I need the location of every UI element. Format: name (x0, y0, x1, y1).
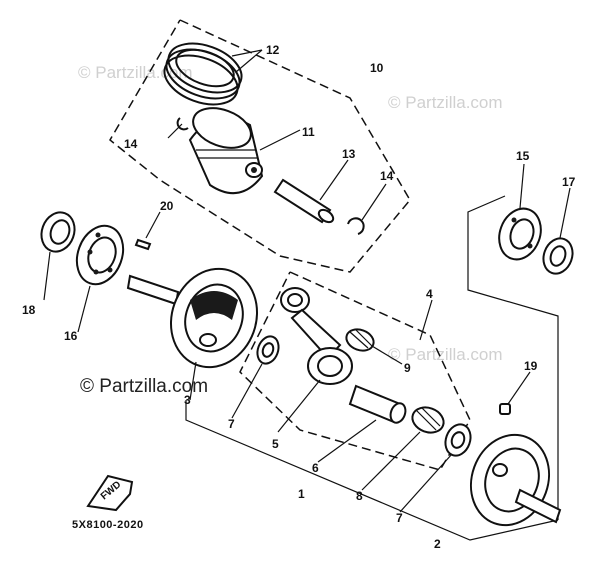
oil-seal-left (40, 211, 76, 253)
callout-14b: 14 (380, 169, 394, 183)
plug (499, 403, 511, 415)
crankshaft-group-outline (239, 271, 471, 471)
callout-9: 9 (404, 361, 411, 375)
leader-lines (43, 49, 571, 513)
callout-4: 4 (426, 287, 433, 301)
callout-5: 5 (272, 437, 279, 451)
callout-19: 19 (524, 359, 538, 373)
needle-bearing-big-end (411, 406, 445, 434)
piston-rings (163, 42, 243, 106)
watermark-top-left: © Partzilla.com (78, 63, 193, 82)
woodruff-key (134, 238, 152, 251)
crank-group-bracket (185, 400, 559, 541)
callout-16: 16 (64, 329, 78, 343)
callout-8: 8 (356, 489, 363, 503)
circlip-right (347, 217, 365, 235)
watermark-mid-right: © Partzilla.com (388, 345, 503, 364)
callout-3: 3 (184, 393, 191, 407)
crankshaft-left (126, 267, 259, 369)
bearing-left (75, 224, 125, 286)
fwd-arrow-icon: FWD (86, 474, 134, 512)
connecting-rod (280, 287, 353, 385)
callout-13: 13 (342, 147, 356, 161)
diagram-code: 5X8100-2020 (72, 519, 144, 531)
callout-12: 12 (266, 43, 280, 57)
callout-15: 15 (516, 149, 530, 163)
bearing-right (498, 207, 542, 261)
crank-pin (348, 384, 407, 424)
callout-7a: 7 (228, 417, 235, 431)
callout-2: 2 (434, 537, 441, 551)
washer-right (444, 423, 472, 457)
circlip-left (176, 117, 189, 131)
bearing-group-bracket (467, 195, 559, 520)
callout-11: 11 (302, 125, 315, 139)
watermark-top-right: © Partzilla.com (388, 93, 503, 112)
piston-pin (273, 178, 335, 224)
callout-17: 17 (562, 175, 576, 189)
callout-10: 10 (370, 61, 384, 75)
piston-group-outline (109, 19, 411, 273)
crankshaft-right (469, 433, 562, 527)
oil-seal-right (542, 237, 574, 275)
callout-14a: 14 (124, 137, 138, 151)
callout-6: 6 (312, 461, 319, 475)
callout-18: 18 (22, 303, 36, 317)
piston (188, 107, 264, 195)
washer-left (256, 335, 280, 365)
callout-20: 20 (160, 199, 174, 213)
watermark-main: © Partzilla.com (80, 376, 208, 397)
needle-bearing-small-end (345, 328, 375, 352)
callout-7b: 7 (396, 511, 403, 525)
callout-1: 1 (298, 487, 305, 501)
